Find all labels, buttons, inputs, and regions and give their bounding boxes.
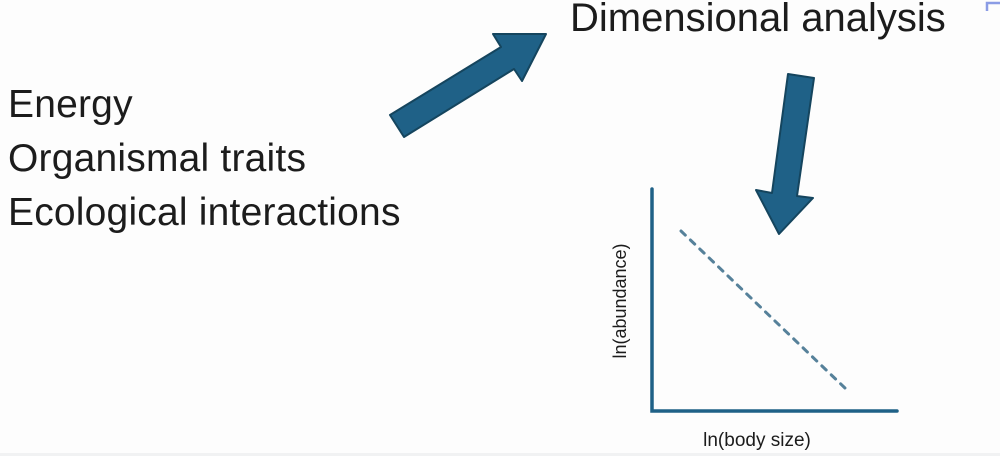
arrow-down-icon xyxy=(755,73,815,235)
concept-item-energy: Energy xyxy=(8,83,133,126)
chart-ylabel: ln(abundance) xyxy=(610,243,630,358)
concept-item-organismal-traits: Organismal traits xyxy=(8,137,307,180)
concept-list: Energy Organismal traits Ecological inte… xyxy=(8,78,401,240)
concept-item-ecological-interactions: Ecological interactions xyxy=(8,191,401,234)
slide-title: Dimensional analysis xyxy=(570,0,946,40)
chart-dashed-line xyxy=(679,229,848,391)
bottom-edge-strip xyxy=(0,453,1000,456)
arrow-up-right-icon xyxy=(389,33,547,138)
chart-axes xyxy=(650,187,899,413)
chart-xlabel: ln(body size) xyxy=(703,430,811,451)
selection-corner-icon xyxy=(985,1,1000,11)
